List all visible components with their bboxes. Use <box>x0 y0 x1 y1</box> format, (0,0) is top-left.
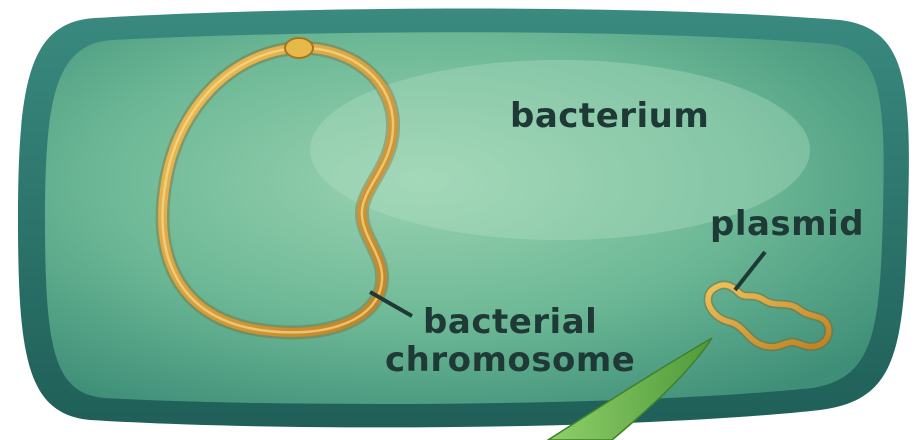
label-chromosome-line2: chromosome <box>385 341 635 379</box>
label-chromosome-line1: bacterial <box>385 303 635 341</box>
label-plasmid: plasmid <box>710 205 864 243</box>
label-bacterial-chromosome: bacterial chromosome <box>385 303 635 379</box>
label-bacterium: bacterium <box>510 97 709 135</box>
